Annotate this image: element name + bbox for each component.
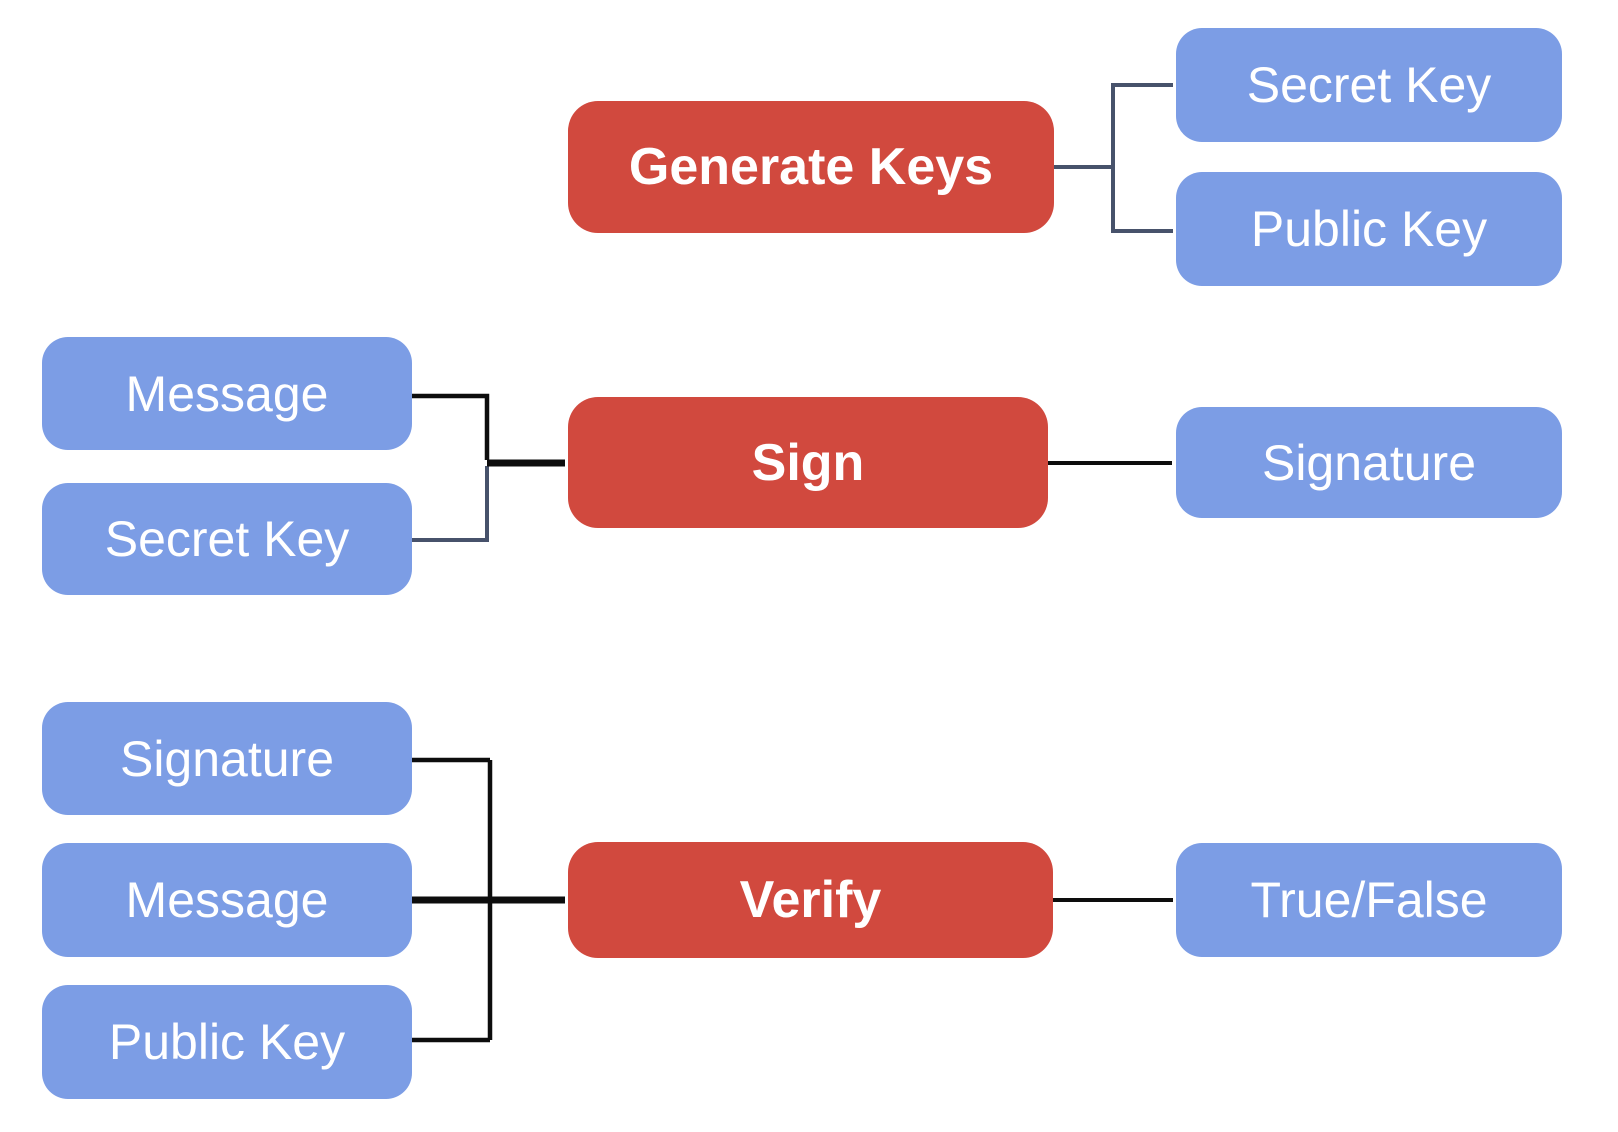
edge-secretkey-sign <box>412 466 489 542</box>
node-generate-keys-label: Generate Keys <box>628 138 994 196</box>
node-sign: Sign <box>568 397 1048 528</box>
node-secret-key-input-sign: Secret Key <box>42 483 412 595</box>
node-true-false-output: True/False <box>1176 843 1562 957</box>
node-secret-key-output-label: Secret Key <box>1246 57 1492 113</box>
node-message-input-sign: Message <box>42 337 412 450</box>
node-verify-label: Verify <box>739 871 882 929</box>
node-message-input-sign-label: Message <box>125 365 329 422</box>
node-verify: Verify <box>568 842 1053 958</box>
node-generate-keys: Generate Keys <box>568 101 1054 233</box>
node-secret-key-input-sign-label: Secret Key <box>104 511 350 567</box>
node-signature-input-verify: Signature <box>42 702 412 815</box>
node-sign-label: Sign <box>751 433 865 492</box>
node-public-key-output-label: Public Key <box>1250 201 1488 257</box>
node-message-input-verify: Message <box>42 843 412 957</box>
edge-generatekeys-publickey <box>1111 167 1173 233</box>
edge-message-sign <box>412 393 490 460</box>
node-signature-output: Signature <box>1176 407 1562 518</box>
node-true-false-output-label: True/False <box>1250 872 1488 928</box>
node-signature-input-verify-label: Signature <box>119 730 335 787</box>
node-signature-output-label: Signature <box>1261 434 1477 491</box>
edge-generatekeys-secretkey <box>1111 83 1173 167</box>
node-secret-key-output: Secret Key <box>1176 28 1562 142</box>
node-message-input-verify-label: Message <box>125 872 329 928</box>
node-public-key-input-verify: Public Key <box>42 985 412 1099</box>
node-public-key-output: Public Key <box>1176 172 1562 286</box>
node-public-key-input-verify-label: Public Key <box>108 1014 346 1070</box>
